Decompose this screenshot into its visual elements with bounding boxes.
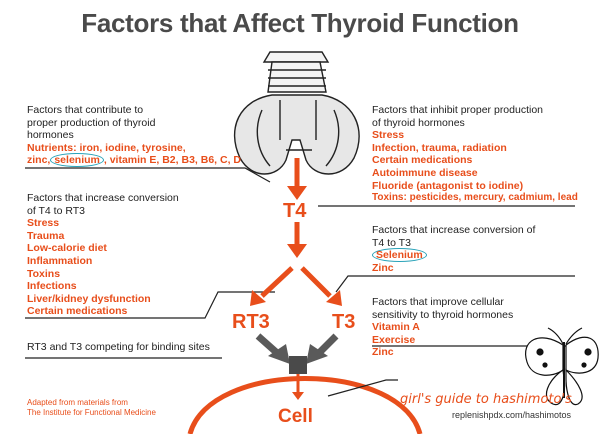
site-url: replenishpdx.com/hashimotos bbox=[452, 410, 572, 420]
inhibit-intro-line-2: of thyroid hormones bbox=[372, 116, 465, 129]
page-title: Factors that Affect Thyroid Function bbox=[81, 8, 519, 38]
leader-rt3 bbox=[25, 291, 275, 319]
rt3-intro-line-1: Factors that increase conversion bbox=[27, 192, 179, 204]
contribute-block: Factors that contribute to proper produc… bbox=[27, 104, 267, 168]
contribute-intro-line-3: hormones bbox=[27, 129, 74, 142]
arrow-to-t3-head bbox=[326, 290, 342, 306]
t3conv-item: Zinc bbox=[372, 261, 394, 274]
selenium-circled-t3: Selenium bbox=[372, 248, 427, 263]
t3conv-intro-line-1: Factors that increase conversion of bbox=[372, 224, 536, 236]
inhibit-item: Autoimmune disease bbox=[372, 166, 478, 179]
contribute-intro-line-2: proper production of thyroid bbox=[27, 116, 156, 129]
competing-text: RT3 and T3 competing for binding sites bbox=[27, 341, 210, 353]
rt3-intro-line-2: of T4 to RT3 bbox=[27, 204, 85, 217]
arrow-to-rt3-head bbox=[250, 290, 266, 306]
leader-guide bbox=[327, 379, 398, 397]
sensitivity-item: Exercise bbox=[372, 333, 416, 346]
rt3-item: Inflammation bbox=[27, 254, 93, 267]
adapted-line-1: Adapted from materials from bbox=[27, 398, 128, 407]
contribute-line-2-pre: zinc, bbox=[27, 154, 51, 167]
contribute-nutrients-line-1: Nutrients: iron, iodine, tyrosine, bbox=[27, 141, 186, 154]
adapted-line-2: The Institute for Functional Medicine bbox=[27, 408, 156, 417]
rt3-item: Trauma bbox=[27, 229, 65, 242]
inhibit-item: Infection, trauma, radiation bbox=[372, 141, 507, 154]
inhibit-item: Stress bbox=[372, 129, 405, 142]
inhibit-item: Toxins: pesticides, mercury, cadmium, le… bbox=[372, 192, 578, 204]
rt3-item: Certain medications bbox=[27, 305, 128, 318]
contribute-line-2-post: , vitamin E, B2, B3, B6, C, D bbox=[103, 154, 241, 167]
sensitivity-block: Factors that improve cellular sensitivit… bbox=[372, 296, 592, 359]
t3conv-circled-line: Selenium bbox=[372, 248, 592, 263]
selenium-circled-term: selenium bbox=[50, 153, 104, 168]
inhibit-intro-line-1: Factors that inhibit proper production bbox=[372, 104, 544, 116]
leader-t3conv bbox=[335, 275, 575, 293]
arrow-to-t3-shaft bbox=[300, 266, 332, 298]
arrow-t4-down-head bbox=[287, 244, 307, 258]
sensitivity-item: Vitamin A bbox=[372, 321, 420, 334]
inhibit-item: Certain medications bbox=[372, 154, 473, 167]
rt3-item: Low-calorie diet bbox=[27, 242, 107, 255]
adapted-from-note: Adapted from materials from The Institut… bbox=[27, 398, 227, 418]
t3-conversion-block: Factors that increase conversion of T4 t… bbox=[372, 224, 592, 274]
receptor-square bbox=[289, 356, 307, 374]
cell-membrane bbox=[187, 376, 423, 434]
t4-label: T4 bbox=[283, 200, 307, 222]
arrow-thyroid-to-t4-head bbox=[287, 186, 307, 200]
arrow-rt3-to-receptor-head bbox=[268, 344, 290, 364]
conversion-arrows bbox=[250, 158, 342, 306]
guide-brand: girl's guide to hashimoto's bbox=[400, 392, 572, 407]
cell-label: Cell bbox=[278, 406, 313, 427]
sensitivity-intro-line-2: sensitivity to thyroid hormones bbox=[372, 308, 514, 321]
rt3-conversion-block: Factors that increase conversion of T4 t… bbox=[27, 192, 227, 318]
rt3-item: Toxins bbox=[27, 267, 61, 280]
arrow-to-rt3-shaft bbox=[260, 266, 294, 298]
inhibit-block: Factors that inhibit proper production o… bbox=[372, 104, 598, 205]
rt3-label: RT3 bbox=[232, 311, 270, 333]
thyroid-gland-illustration bbox=[233, 51, 360, 175]
inhibit-item: Fluoride (antagonist to iodine) bbox=[372, 179, 524, 192]
sensitivity-item: Zinc bbox=[372, 346, 394, 359]
receptor-arrows bbox=[255, 333, 339, 364]
receptor-to-cell-head bbox=[292, 392, 304, 400]
sensitivity-intro-line-1: Factors that improve cellular bbox=[372, 296, 504, 308]
t3conv-intro-line-2: T4 to T3 bbox=[372, 236, 411, 249]
arrow-t3-to-receptor-shaft bbox=[317, 333, 339, 355]
contribute-intro-line-1: Factors that contribute to bbox=[27, 104, 144, 116]
arrow-rt3-to-receptor-shaft bbox=[255, 333, 279, 355]
rt3-item: Liver/kidney dysfunction bbox=[27, 292, 151, 305]
contribute-nutrients-line-2: zinc,selenium, vitamin E, B2, B3, B6, C,… bbox=[27, 153, 267, 168]
arrow-t3-to-receptor-head bbox=[306, 344, 328, 364]
rt3-item: Infections bbox=[27, 280, 77, 293]
rt3-item: Stress bbox=[27, 217, 60, 230]
t3-label: T3 bbox=[332, 311, 356, 333]
leader-contribute bbox=[25, 167, 271, 183]
butterfly-illustration bbox=[525, 327, 599, 406]
